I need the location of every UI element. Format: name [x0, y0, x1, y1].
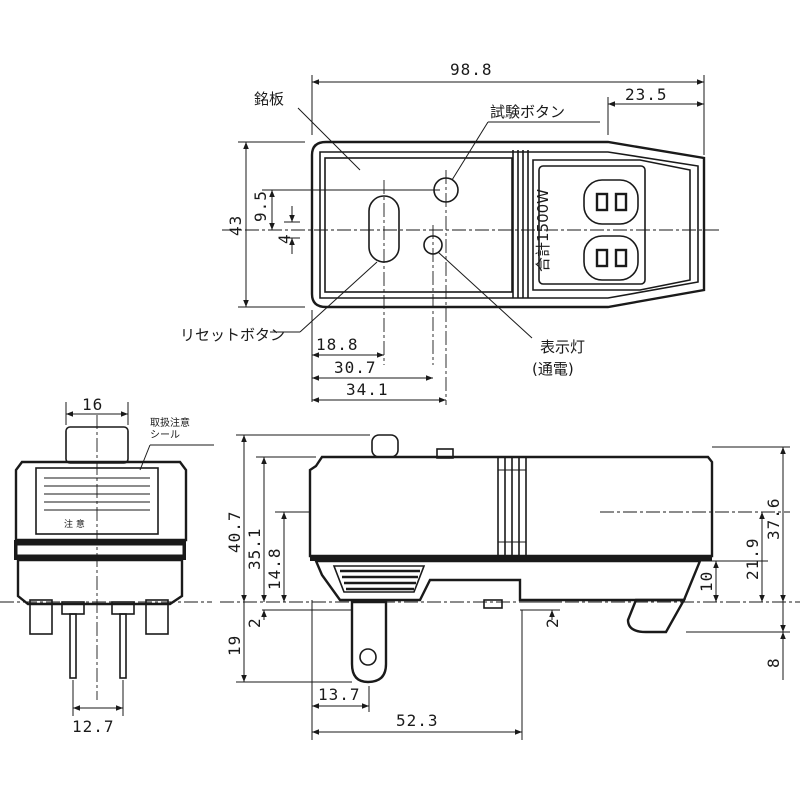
caution-seal-label: 取扱注意 シール — [150, 416, 193, 441]
front-pin-right — [119, 613, 127, 679]
dim-overall-length: 98.8 — [450, 60, 493, 79]
dim-base-length: 52.3 — [396, 711, 439, 730]
outlet-socket-lower — [583, 235, 639, 281]
dim-height: 43 — [226, 215, 245, 236]
dim-right-gap: 2 — [543, 617, 562, 628]
dim-plug-length: 19 — [225, 635, 244, 656]
dim-body-height: 35.1 — [245, 527, 264, 570]
outlet-face — [532, 159, 691, 291]
front-view: 注 意 16 12.7 取扱注意 シール — [0, 395, 214, 736]
dim-plug-offset: 13.7 — [318, 685, 361, 704]
rating-label: 合計1500W — [534, 189, 552, 272]
indicator-sub-label: (通電) — [532, 360, 574, 378]
top-inner-outline — [319, 151, 699, 299]
outlet-socket-upper — [583, 179, 639, 225]
front-pin-left — [69, 613, 77, 679]
dim-pin-pitch: 12.7 — [72, 717, 115, 736]
dim-small-gap: 4 — [275, 233, 294, 244]
caution-seal-label-line2: シール — [150, 430, 180, 441]
nameplate-label: 銘板 — [254, 90, 284, 108]
dim-right-37-6: 37.6 — [764, 497, 783, 540]
test-button-label: 試験ボタン — [490, 103, 565, 121]
front-foot-left — [29, 599, 53, 635]
dim-test-x: 34.1 — [346, 380, 389, 399]
dim-foot: 8 — [764, 657, 783, 668]
side-foot — [626, 598, 687, 634]
top-view: 合計1500W 98.8 23.5 43 9.5 — [180, 60, 720, 405]
dim-outlet-section: 23.5 — [625, 85, 668, 104]
front-foot-right — [145, 599, 169, 635]
side-lower-body — [314, 559, 702, 602]
dim-button-spacing: 9.5 — [251, 190, 270, 222]
dim-upper: 14.8 — [265, 547, 284, 590]
dim-indicator-x: 30.7 — [334, 358, 377, 377]
front-body — [14, 460, 188, 542]
dim-plug-gap: 2 — [245, 617, 264, 628]
side-upper-body — [308, 455, 714, 558]
front-lower-body — [16, 558, 184, 606]
nameplate-recess — [324, 157, 513, 293]
dim-top-width: 16 — [82, 395, 103, 414]
dim-right-21-9: 21.9 — [743, 537, 762, 580]
dim-right-10: 10 — [697, 571, 716, 592]
dim-total-height: 40.7 — [225, 510, 244, 553]
side-view: 40.7 35.1 14.8 19 2 37.6 21.9 10 2 8 13.… — [220, 434, 800, 740]
seal-mark-text: 注 意 — [64, 518, 85, 530]
grip-ridges — [332, 565, 426, 593]
side-plug — [350, 600, 388, 684]
indicator-label: 表示灯 — [540, 338, 585, 356]
top-body-outline — [310, 140, 706, 309]
side-top-button — [371, 434, 399, 458]
dim-reset-x: 18.8 — [316, 335, 359, 354]
reset-button-label: リセットボタン — [180, 326, 285, 344]
